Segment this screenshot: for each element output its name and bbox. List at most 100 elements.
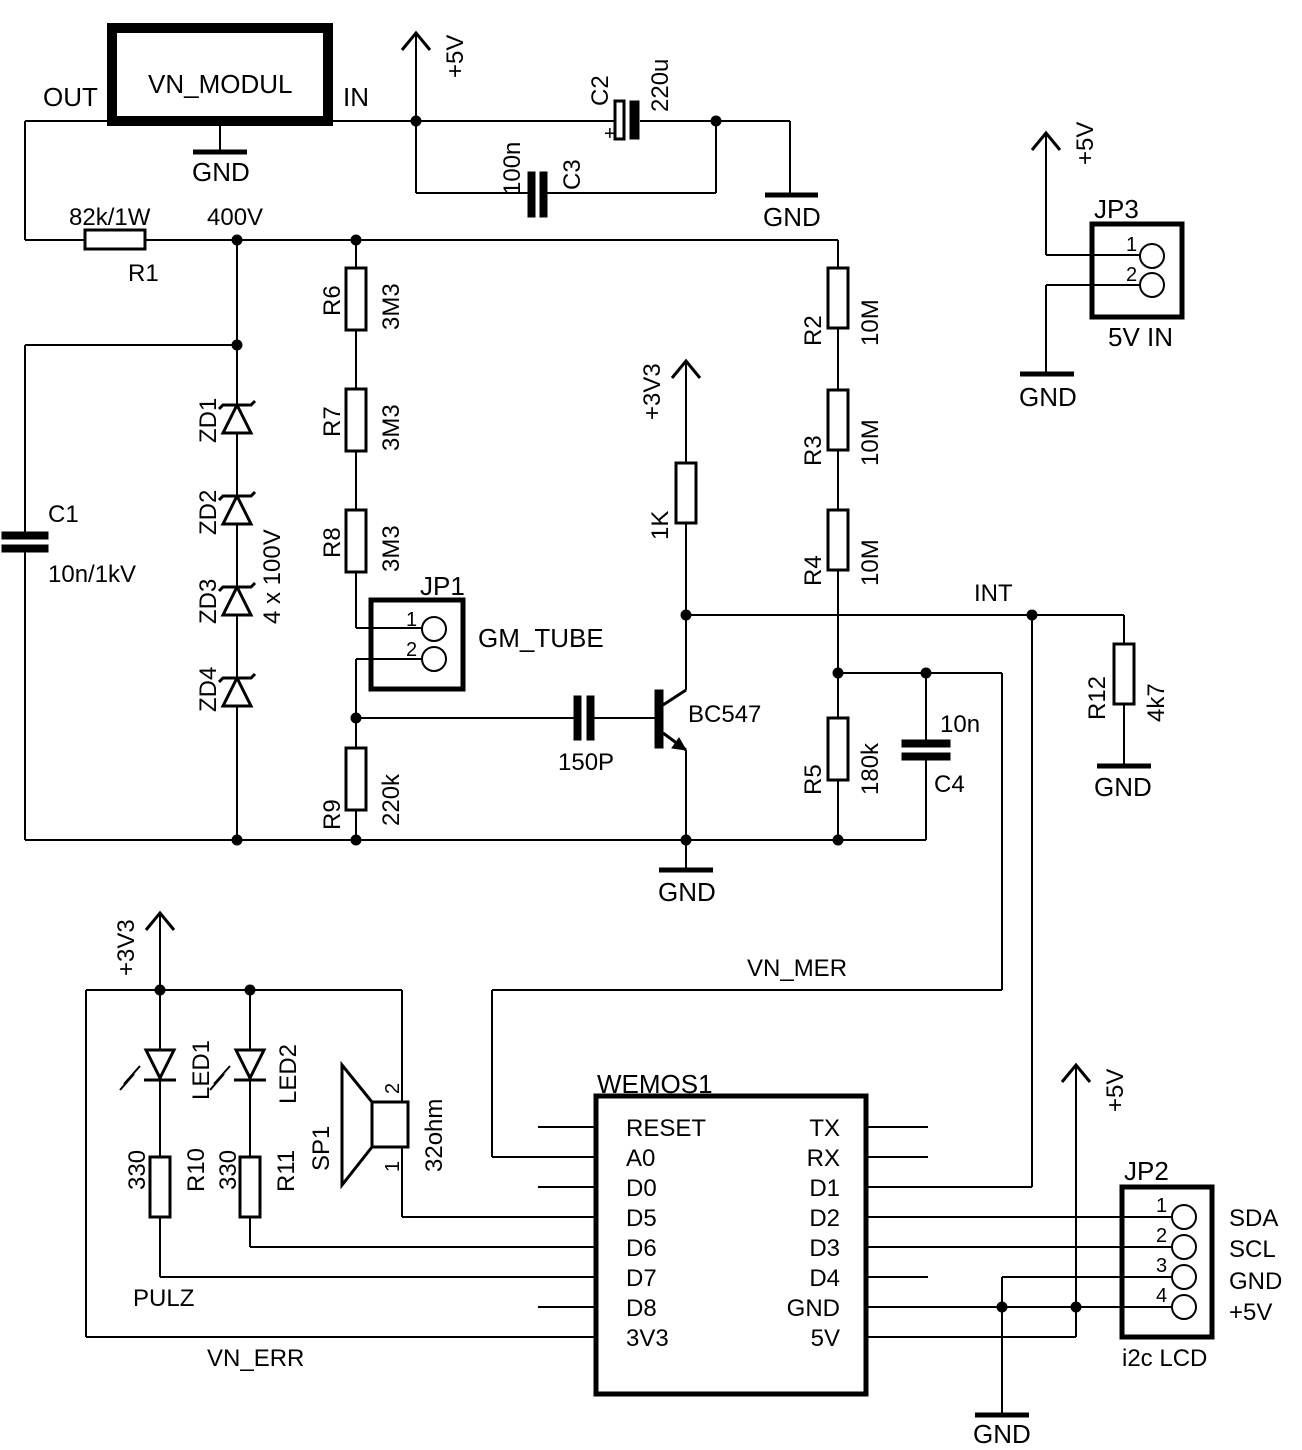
vn-mer-net: VN_MER xyxy=(491,673,1003,1158)
r7-label: R7 xyxy=(319,406,346,437)
capacitor-c1: C1 10n/1kV xyxy=(1,339,243,840)
i2c-lcd-label: i2c LCD xyxy=(1122,1345,1207,1372)
jp1-pin1: 1 xyxy=(406,609,417,631)
vn-module: VN_MODUL OUT IN GND xyxy=(43,23,369,187)
v400-label: 400V xyxy=(207,204,263,231)
r11-value: 330 xyxy=(215,1150,242,1190)
r7-value: 3M3 xyxy=(378,404,405,451)
ground-rail: GND xyxy=(25,834,926,907)
jp2-label: JP2 xyxy=(1124,1156,1169,1186)
r10-value: 330 xyxy=(124,1150,151,1190)
supply-3v3-label-top: +3V3 xyxy=(639,363,666,420)
resistor-r9: R9 220k xyxy=(319,746,405,830)
wemos-pin-left: RESET xyxy=(626,1115,706,1142)
gnd-label-c2: GND xyxy=(763,202,821,232)
vn-mer-label: VN_MER xyxy=(747,955,847,982)
vn-module-out-label: OUT xyxy=(43,82,98,112)
wemos-pin-right: D2 xyxy=(809,1205,840,1232)
r5-label: R5 xyxy=(800,764,827,795)
jp2-gnd-label: GND xyxy=(1229,1268,1282,1295)
r3-label: R3 xyxy=(800,435,827,466)
zd1-label: ZD1 xyxy=(195,398,222,443)
wemos-pin-right: GND xyxy=(787,1295,840,1322)
int-label: INT xyxy=(974,580,1013,607)
r2-label: R2 xyxy=(800,315,827,346)
wemos-pin-left: D7 xyxy=(626,1265,657,1292)
c1-value: 10n/1kV xyxy=(48,561,136,588)
wemos-pin-left: A0 xyxy=(626,1145,655,1172)
wemos-pin-right: RX xyxy=(807,1145,840,1172)
jp3-pin1: 1 xyxy=(1126,234,1137,256)
r9-value: 220k xyxy=(378,773,405,826)
wemos-pin-left: D6 xyxy=(626,1235,657,1262)
sp1-value: 32ohm xyxy=(421,1099,448,1172)
wemos-pin-left: 3V3 xyxy=(626,1325,669,1352)
jp2-pin2: 2 xyxy=(1156,1225,1167,1247)
r4-label: R4 xyxy=(800,555,827,586)
wemos-module: WEMOS1 RESETA0D0D5D6D7D83V3TXRXD1D2D3D4G… xyxy=(538,1069,928,1397)
rail-400v: 82k/1W R1 400V xyxy=(25,204,838,287)
r8-value: 3M3 xyxy=(378,525,405,572)
jp3-label: JP3 xyxy=(1094,194,1139,224)
vn-module-in-label: IN xyxy=(343,82,369,112)
wemos-pin-right: D4 xyxy=(809,1265,840,1292)
sp1-pin1: 1 xyxy=(382,1161,404,1172)
r1-label: R1 xyxy=(128,260,159,287)
r2-value: 10M xyxy=(857,299,884,346)
wemos-label: WEMOS1 xyxy=(597,1069,713,1099)
wemos-pin-right: D3 xyxy=(809,1235,840,1262)
wemos-pin-right: 5V xyxy=(811,1325,840,1352)
vn-module-label: VN_MODUL xyxy=(148,69,292,99)
r6-value: 3M3 xyxy=(378,283,405,330)
jp2-sda-label: SDA xyxy=(1229,1205,1278,1232)
led1-label: LED1 xyxy=(188,1040,215,1100)
wemos-pin-left: D0 xyxy=(626,1175,657,1202)
divider-r6-r8: R6 3M3 R7 3M3 R8 3M3 xyxy=(319,240,405,628)
gnd-label-vn: GND xyxy=(192,157,250,187)
pulz-label: PULZ xyxy=(133,1285,194,1312)
gnd-label-jp3: GND xyxy=(1019,382,1077,412)
c3-label: C3 xyxy=(559,159,586,190)
gm-tube-label: GM_TUBE xyxy=(478,623,604,653)
wemos-pin-right: TX xyxy=(809,1115,840,1142)
zd-value: 4 x 100V xyxy=(259,529,286,624)
divider-r2-r5: R2 10M R3 10M R4 10M R5 180k 10n C4 xyxy=(800,240,1002,840)
connector-jp3: JP3 1 2 5V IN +5V GND xyxy=(1019,122,1185,412)
connector-jp1: JP1 1 2 GM_TUBE xyxy=(350,571,604,840)
r12-label: R12 xyxy=(1084,676,1111,720)
zd4-label: ZD4 xyxy=(195,667,222,712)
vn-err-label: VN_ERR xyxy=(207,1345,304,1372)
jp2-5v-label: +5V xyxy=(1229,1299,1272,1326)
r11-label: R11 xyxy=(273,1150,300,1192)
jp1-label: JP1 xyxy=(420,571,465,601)
supply-5v-top: +5V xyxy=(400,30,469,121)
jp2-scl-label: SCL xyxy=(1229,1236,1276,1263)
led-section: +3V3 LED1 330 R10 LED2 330 R11 PULZ VN_E… xyxy=(85,910,596,1372)
c150p-label: 150P xyxy=(558,749,614,776)
r5-value: 180k xyxy=(857,742,884,795)
jp2-pin3: 3 xyxy=(1156,1255,1167,1277)
jp1-pin2: 2 xyxy=(406,639,417,661)
r10-label: R10 xyxy=(183,1148,210,1192)
capacitor-150p: 150P xyxy=(356,695,656,776)
c4-value: 10n xyxy=(940,711,980,738)
supply-5v-label: +5V xyxy=(442,35,469,78)
int-net: INT R12 4k7 GND xyxy=(680,580,1170,1188)
connector-jp2: JP2 1 2 3 4 SDA SCL GND +5V i2c LCD GND … xyxy=(866,1062,1282,1449)
capacitor-c3: 100n C3 xyxy=(499,142,586,218)
wemos-pin-left: D8 xyxy=(626,1295,657,1322)
r6-label: R6 xyxy=(319,285,346,316)
r3-value: 10M xyxy=(857,419,884,466)
svg-text:+: + xyxy=(604,123,616,145)
transistor-bc547: BC547 xyxy=(654,615,761,870)
jp2-supply-5v-label: +5V xyxy=(1102,1069,1129,1112)
gnd-label-r12: GND xyxy=(1094,772,1152,802)
jp3-pin2: 2 xyxy=(1126,264,1137,286)
jp2-pin1: 1 xyxy=(1156,1195,1167,1217)
capacitor-c2: + C2 220u xyxy=(587,59,674,145)
zd2-label: ZD2 xyxy=(195,490,222,535)
wemos-pin-right: D1 xyxy=(809,1175,840,1202)
sp1-label: SP1 xyxy=(308,1126,335,1171)
r9-label: R9 xyxy=(319,799,346,830)
resistor-1k: +3V3 1K xyxy=(639,358,702,615)
